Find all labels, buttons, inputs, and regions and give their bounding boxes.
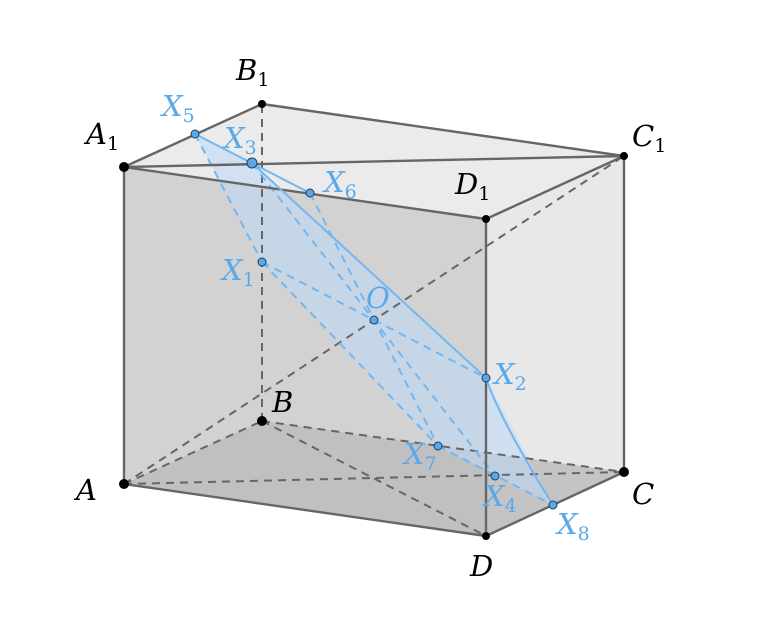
section-X2-X8 bbox=[485, 377, 554, 506]
section-X5-X1 bbox=[194, 133, 263, 263]
point-O bbox=[369, 315, 379, 325]
vertex-C bbox=[619, 467, 629, 477]
face-bottom bbox=[124, 421, 624, 536]
label-C1: C1 bbox=[632, 119, 666, 157]
label-B: B bbox=[271, 385, 293, 419]
diagonal-A1-C1 bbox=[123, 154, 625, 169]
label-C: C bbox=[632, 477, 654, 511]
label-X6: X6 bbox=[322, 165, 357, 203]
point-X1 bbox=[257, 257, 267, 267]
vertex-D bbox=[482, 532, 490, 540]
point-X6 bbox=[305, 188, 315, 198]
vertex-A1 bbox=[119, 162, 129, 172]
vertex-C1 bbox=[620, 152, 628, 160]
label-A1: A1 bbox=[83, 117, 119, 155]
label-X5: X5 bbox=[160, 89, 195, 127]
label-X7: X7 bbox=[402, 437, 437, 475]
edge-B-C bbox=[261, 420, 625, 473]
point-X2 bbox=[481, 373, 491, 383]
edge-A-D bbox=[123, 482, 487, 538]
label-X3: X3 bbox=[222, 121, 257, 159]
edge-B1-C1 bbox=[261, 102, 625, 158]
label-X4: X4 bbox=[482, 479, 517, 517]
point-X4 bbox=[490, 471, 500, 481]
label-A: A bbox=[73, 473, 97, 507]
face-right bbox=[486, 156, 624, 536]
label-X1: X1 bbox=[220, 253, 255, 291]
vertex-D1 bbox=[482, 215, 490, 223]
label-D1: D1 bbox=[454, 167, 490, 205]
section-X7-X8 bbox=[437, 445, 554, 506]
label-D: D bbox=[469, 549, 493, 583]
point-X3 bbox=[246, 157, 258, 169]
label-X8: X8 bbox=[555, 507, 590, 545]
edge-D1-C1 bbox=[485, 154, 625, 221]
edge-A-B bbox=[123, 420, 263, 485]
edge-A1-D1 bbox=[123, 165, 487, 221]
label-B1: B1 bbox=[235, 53, 269, 91]
vertex-B1 bbox=[258, 100, 266, 108]
section-X1-X7 bbox=[261, 261, 439, 447]
vertex-B bbox=[257, 416, 267, 426]
point-X8 bbox=[548, 500, 558, 510]
vertex-A bbox=[119, 479, 129, 489]
point-X5 bbox=[190, 129, 200, 139]
section-X3-X2 bbox=[251, 162, 487, 379]
point-X7 bbox=[433, 441, 443, 451]
label-O: O bbox=[366, 281, 390, 315]
label-X2: X2 bbox=[492, 357, 527, 395]
